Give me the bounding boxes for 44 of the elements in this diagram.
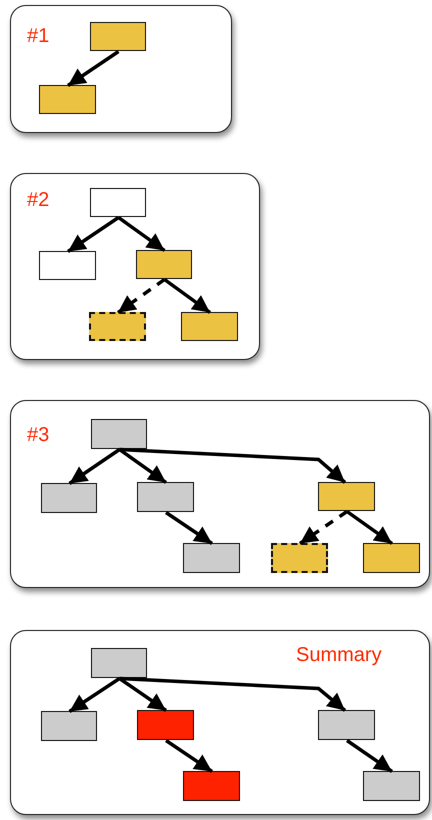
panel-heading: #3	[27, 425, 50, 445]
arrow	[165, 511, 213, 545]
arrow	[116, 278, 166, 314]
tree-node-box	[89, 312, 146, 341]
tree-node-box	[39, 251, 96, 280]
arrow	[119, 676, 346, 712]
tree-node-box	[91, 648, 147, 678]
tree-node-box	[41, 711, 97, 741]
arrow	[165, 739, 213, 773]
tree-node-box	[271, 543, 328, 573]
tree-node-box	[39, 85, 96, 114]
tree-node-box	[136, 250, 192, 279]
panel-card	[10, 5, 232, 133]
tree-node-box	[181, 312, 238, 341]
arrow	[67, 216, 120, 253]
arrow	[118, 677, 167, 712]
arrow	[118, 448, 168, 484]
panel-heading: #2	[27, 190, 50, 210]
arrow	[346, 510, 394, 545]
tree-node-box	[41, 483, 97, 513]
tree-node-box	[91, 419, 147, 449]
panel-card	[10, 400, 430, 588]
tree-node-box	[90, 188, 146, 217]
arrow	[299, 510, 348, 545]
panel-card	[10, 173, 260, 360]
tree-node-box	[137, 710, 194, 740]
arrow	[68, 677, 120, 713]
tree-node-box	[318, 710, 375, 740]
arrow	[117, 216, 166, 252]
panel-heading: #1	[27, 26, 50, 46]
tree-node-box	[90, 22, 146, 51]
arrow	[68, 448, 120, 485]
arrow	[346, 739, 393, 773]
arrow	[119, 448, 346, 484]
arrow	[163, 278, 212, 314]
tree-node-box	[183, 771, 240, 801]
panel-heading: Summary	[296, 645, 382, 665]
tree-node-box	[137, 482, 194, 512]
panel-card	[10, 630, 430, 815]
tree-node-box	[363, 771, 420, 801]
tree-node-box	[363, 543, 420, 573]
tree-node-box	[183, 543, 240, 573]
tree-node-box	[318, 482, 375, 511]
arrow	[67, 50, 120, 87]
